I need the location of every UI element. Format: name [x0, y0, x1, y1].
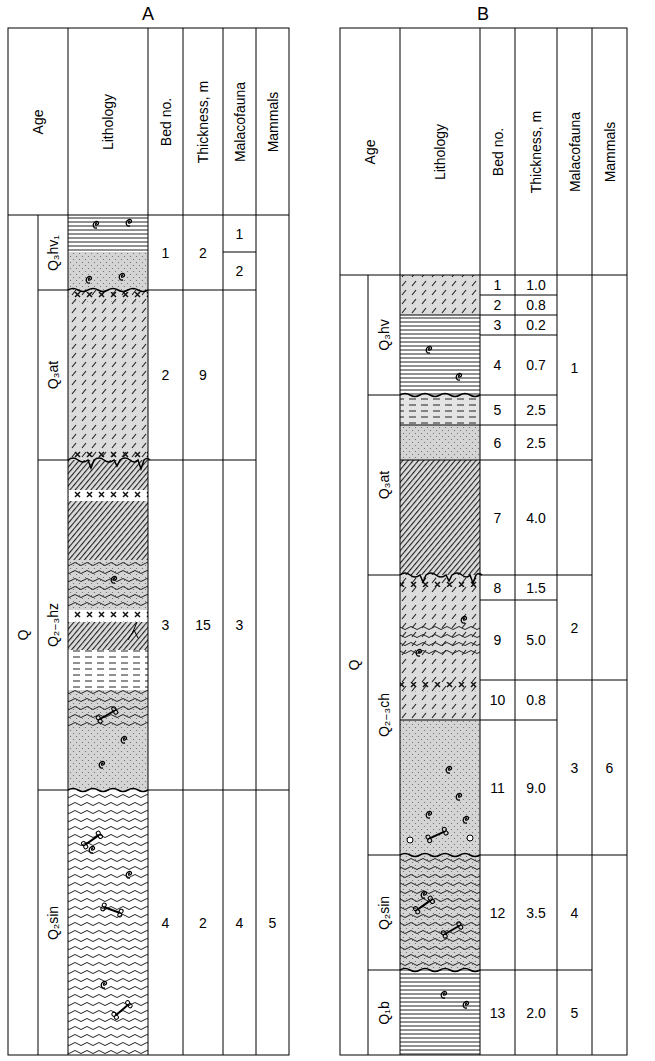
malacofauna-number: 3 — [571, 761, 579, 775]
thickness-value: 2 — [199, 916, 207, 930]
column-header: Lithology — [433, 123, 447, 179]
malacofauna-number: 5 — [571, 1006, 579, 1020]
panel-letter: A — [142, 5, 154, 23]
malacofauna-number: 4 — [571, 906, 579, 920]
malacofauna-number: 1 — [236, 227, 244, 241]
age-label: Q — [347, 660, 361, 671]
bed-number: 4 — [162, 916, 170, 930]
thickness-value: 2.5 — [526, 403, 545, 417]
bed-number: 8 — [494, 581, 502, 595]
thickness-value: 1.5 — [526, 581, 545, 595]
age-label: Q₂sin — [377, 895, 391, 929]
age-label: Q₃at — [377, 471, 391, 499]
column-header: Bed no. — [491, 127, 505, 175]
bed-number: 2 — [494, 298, 502, 312]
age-label: Q₂sin — [46, 905, 60, 939]
bed-number: 2 — [162, 368, 170, 382]
thickness-value: 0.2 — [526, 318, 545, 332]
thickness-value: 2 — [199, 246, 207, 260]
malacofauna-number: 2 — [571, 621, 579, 635]
table-b — [340, 28, 627, 1055]
column-header: Thickness, m — [196, 80, 210, 162]
column-header: Malacofauna — [568, 111, 582, 191]
thickness-value: 5.0 — [526, 633, 545, 647]
age-label: Q₂₋₃ch — [377, 693, 391, 737]
bed-number: 3 — [494, 318, 502, 332]
age-label: Q₁b — [377, 1001, 391, 1024]
bed-number: 12 — [490, 906, 506, 920]
table-a — [8, 28, 289, 1055]
lithology-b — [400, 275, 480, 1055]
bed-number: 5 — [494, 403, 502, 417]
column-header: Thickness, m — [529, 110, 543, 192]
thickness-value: 0.8 — [526, 298, 545, 312]
bed-number: 1 — [162, 246, 170, 260]
bed-number: 1 — [494, 278, 502, 292]
lithology-a — [68, 215, 148, 1055]
thickness-value: 2.0 — [526, 1006, 545, 1020]
column-header: Malacofauna — [233, 81, 247, 161]
thickness-value: 9.0 — [526, 781, 545, 795]
mammal-number: 6 — [606, 761, 614, 775]
malacofauna-number: 2 — [236, 264, 244, 278]
thickness-value: 3.5 — [526, 906, 545, 920]
column-header: Age — [363, 139, 377, 164]
column-header: Mammals — [266, 91, 280, 152]
malacofauna-number: 1 — [571, 361, 579, 375]
bed-number: 13 — [490, 1006, 506, 1020]
bed-number: 11 — [490, 781, 505, 795]
column-header: Age — [31, 109, 45, 134]
malacofauna-number: 3 — [236, 618, 244, 632]
malacofauna-number: 4 — [236, 916, 244, 930]
age-label: Q₂₋₃hz — [46, 603, 60, 647]
age-label: Q₃hv₁ — [46, 234, 60, 270]
age-label: Q₃hv — [377, 319, 391, 350]
bed-number: 3 — [162, 618, 170, 632]
bed-number: 9 — [494, 633, 502, 647]
column-header: Mammals — [603, 121, 617, 182]
thickness-value: 9 — [199, 368, 207, 382]
thickness-value: 2.5 — [526, 436, 545, 450]
bed-number: 7 — [494, 511, 502, 525]
bed-number: 6 — [494, 436, 502, 450]
bed-number: 10 — [490, 693, 506, 707]
thickness-value: 0.8 — [526, 693, 545, 707]
column-header: Bed no. — [159, 97, 173, 145]
thickness-value: 1.0 — [526, 278, 545, 292]
bed-number: 4 — [494, 358, 502, 372]
thickness-value: 15 — [195, 618, 211, 632]
panel-letter: B — [477, 5, 489, 23]
thickness-value: 0.7 — [526, 358, 545, 372]
column-header: Lithology — [101, 93, 115, 149]
age-label: Q — [16, 630, 30, 641]
age-label: Q₃at — [46, 361, 60, 389]
mammal-number: 5 — [269, 916, 277, 930]
thickness-value: 4.0 — [526, 511, 545, 525]
